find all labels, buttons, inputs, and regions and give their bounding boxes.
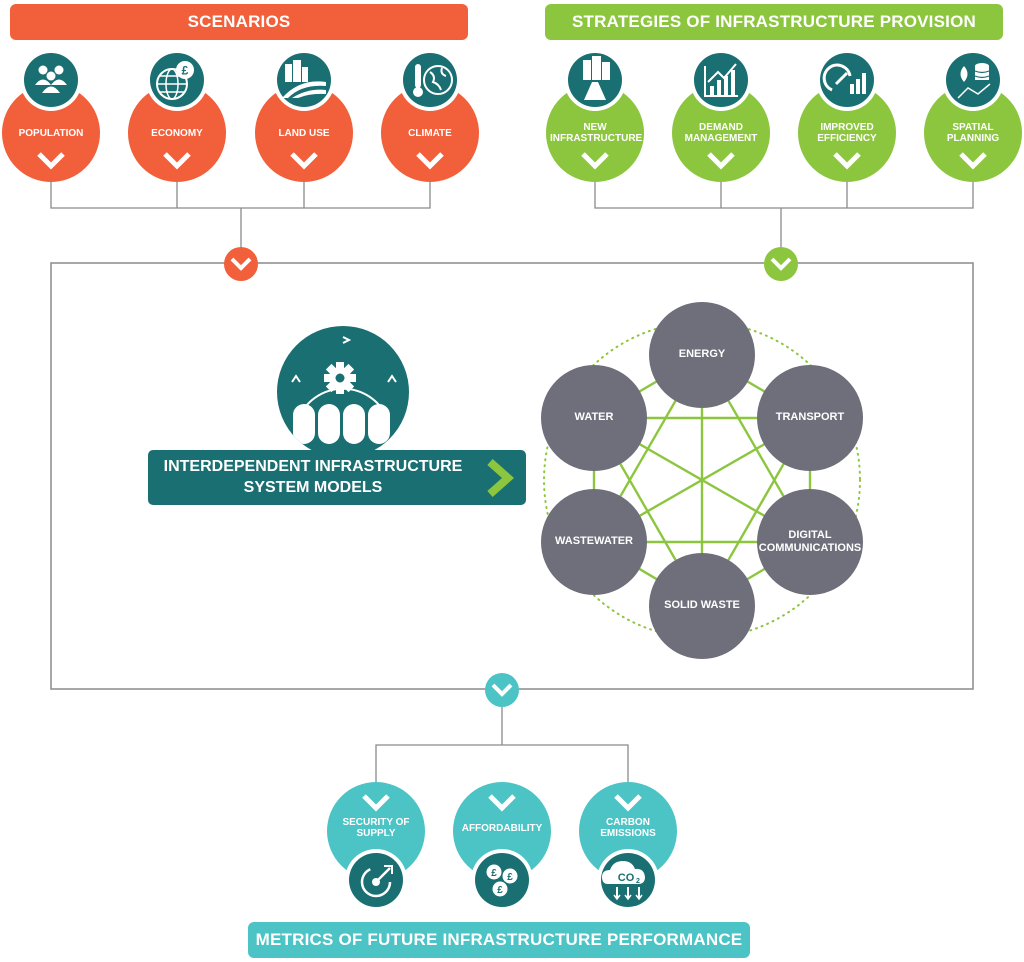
network-node-digital — [757, 489, 863, 595]
strategy-label-new-infrastructure: NEW INFRASTRUCTURE — [550, 122, 643, 144]
strategy-label-line-2: MANAGEMENT — [684, 133, 758, 144]
network-node-transport — [757, 365, 863, 471]
network-node-label-line-1: TRANSPORT — [775, 411, 845, 423]
network-node-label-line-2: COMMUNICATIONS — [758, 542, 862, 554]
svg-text:£: £ — [507, 872, 513, 883]
new-infrastructure-icon — [583, 56, 610, 100]
security-of-supply-icon — [360, 865, 393, 898]
model-title: INTERDEPENDENT INFRASTRUCTURE SYSTEM MOD… — [148, 456, 478, 498]
metric-affordability — [453, 782, 551, 911]
network-node-label-line-1: ENERGY — [678, 348, 726, 360]
svg-text:£: £ — [497, 885, 503, 896]
strategy-label-demand-management: DEMAND MANAGEMENT — [676, 122, 766, 144]
strategy-label-line-2: PLANNING — [946, 133, 1000, 144]
network-node-energy — [649, 302, 755, 408]
strategy-label-line-1: NEW — [583, 122, 607, 133]
strategy-label-line-1: DEMAND — [699, 122, 743, 133]
network-node-label-solid-waste: SOLID WASTE — [647, 599, 757, 612]
model-title-line-2: SYSTEM MODELS — [243, 479, 383, 496]
metric-label-line-1: AFFORDABILITY — [461, 823, 543, 834]
metrics-banner: METRICS OF FUTURE INFRASTRUCTURE PERFORM… — [248, 922, 750, 958]
scenarios-connector — [50, 178, 431, 250]
system-model-icon — [277, 326, 409, 458]
strategy-improved-efficiency — [798, 49, 896, 182]
scenario-label-population: POPULATION — [18, 128, 84, 139]
improved-efficiency-icon — [822, 63, 866, 94]
svg-text:£: £ — [182, 64, 189, 78]
model-title-box: INTERDEPENDENT INFRASTRUCTURE SYSTEM MOD… — [148, 450, 526, 505]
strategy-label-line-1: SPATIAL — [952, 122, 994, 133]
demand-management-icon — [704, 63, 738, 97]
strategy-label-line-1: IMPROVED — [820, 122, 874, 133]
scenario-label-climate: CLIMATE — [408, 128, 452, 139]
land-use-icon — [282, 60, 326, 98]
metric-security-of-supply — [327, 782, 425, 911]
scenario-label-economy: ECONOMY — [151, 128, 203, 139]
network-nodes — [541, 302, 863, 659]
model-title-line-1: INTERDEPENDENT INFRASTRUCTURE — [163, 458, 463, 475]
metric-label-line-1: SECURITY OF — [342, 817, 410, 828]
strategy-label-spatial-planning: SPATIAL PLANNING — [928, 122, 1018, 144]
network-node-label-wastewater: WASTEWATER — [539, 535, 649, 548]
strategy-label-improved-efficiency: IMPROVED EFFICIENCY — [802, 122, 892, 144]
svg-text:2: 2 — [636, 878, 640, 885]
strategies-banner: STRATEGIES OF INFRASTRUCTURE PROVISION — [545, 4, 1003, 40]
strategy-label-line-2: INFRASTRUCTURE — [550, 133, 643, 144]
metric-label-carbon-emissions: CARBON EMISSIONS — [583, 817, 673, 839]
spatial-planning-icon — [957, 63, 991, 99]
output-chevron — [485, 673, 519, 707]
network-node-label-line-1: WASTEWATER — [554, 535, 633, 547]
metrics-connector — [375, 707, 629, 782]
chevron-right-icon — [487, 459, 514, 497]
affordability-icon: £ £ £ — [486, 864, 518, 897]
network-node-label-line-1: SOLID WASTE — [664, 599, 740, 611]
network-node-label-line-1: WATER — [574, 411, 614, 423]
scenarios-merge-chevron — [224, 247, 258, 281]
metric-label-line-1: CARBON — [606, 817, 650, 828]
network-node-label-transport: TRANSPORT — [755, 411, 865, 424]
carbon-emissions-icon: CO 2 — [602, 861, 645, 901]
metric-label-line-2: SUPPLY — [356, 828, 396, 839]
metric-label-affordability: AFFORDABILITY — [457, 823, 547, 834]
strategies-merge-chevron — [764, 247, 798, 281]
svg-text:CO: CO — [618, 872, 635, 884]
scenarios-banner: SCENARIOS — [10, 4, 468, 40]
population-icon — [35, 65, 67, 93]
strategy-label-line-2: EFFICIENCY — [817, 133, 877, 144]
network-node-label-energy: ENERGY — [647, 348, 757, 361]
strategies-connector — [594, 178, 974, 250]
network-node-water — [541, 365, 647, 471]
network-node-label-line-1: DIGITAL — [788, 529, 832, 541]
metric-label-security-of-supply: SECURITY OF SUPPLY — [331, 817, 421, 839]
network-node-wastewater — [541, 489, 647, 595]
strategy-spatial-planning — [924, 49, 1022, 182]
scenario-population — [2, 49, 100, 182]
climate-icon — [413, 64, 453, 97]
economy-icon: £ — [156, 61, 194, 100]
metric-label-line-2: EMISSIONS — [600, 828, 656, 839]
scenario-label-land-use: LAND USE — [278, 128, 330, 139]
svg-text:£: £ — [491, 868, 497, 879]
strategy-demand-management — [672, 49, 770, 182]
network-node-solid-waste — [649, 553, 755, 659]
network-node-label-water: WATER — [539, 411, 649, 424]
